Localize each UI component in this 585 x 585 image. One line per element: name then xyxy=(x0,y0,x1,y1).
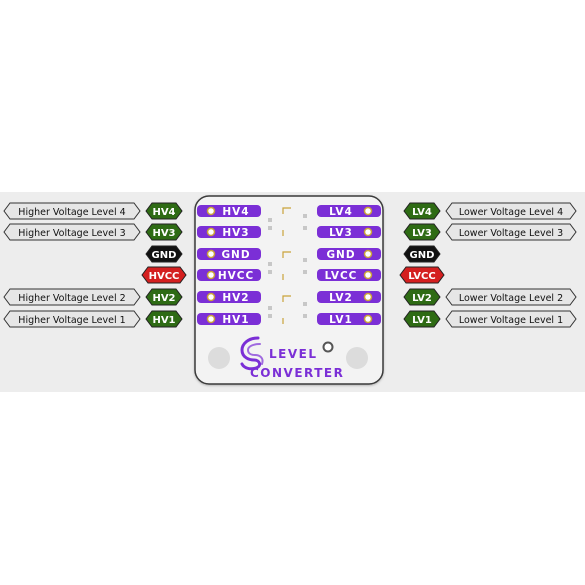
right-description-label: Lower Voltage Level 4 xyxy=(459,207,563,218)
right-description-tag: Lower Voltage Level 4 xyxy=(445,202,577,220)
right-description-label: Lower Voltage Level 3 xyxy=(459,228,563,239)
mounting-hole-left xyxy=(208,347,230,369)
right-pin-tag: LV1 xyxy=(403,310,441,328)
left-description-label: Higher Voltage Level 1 xyxy=(18,315,125,326)
right-tag-label: LVCC xyxy=(408,271,435,282)
right-pad-label: LV3 xyxy=(329,227,353,239)
right-pin-tag: LV4 xyxy=(403,202,441,220)
pin-hole xyxy=(363,270,373,280)
left-description-tag: Higher Voltage Level 2 xyxy=(3,288,141,306)
right-description-label: Lower Voltage Level 1 xyxy=(459,315,563,326)
left-board-pad: HV1 xyxy=(197,313,261,326)
right-pin-tag: LVCC xyxy=(399,266,445,284)
right-tag-label: LV2 xyxy=(412,293,432,304)
pin-hole xyxy=(206,314,216,324)
left-description-label: Higher Voltage Level 3 xyxy=(18,228,125,239)
pin-row: GND GND GND GND xyxy=(145,245,441,263)
pin-hole xyxy=(206,227,216,237)
left-board-pad: HV2 xyxy=(197,291,261,304)
pin-row: HV2 LV2 HV2 LV2 Higher Voltage Level 2 Lower … xyxy=(3,288,577,306)
pin-hole xyxy=(206,292,216,302)
right-tag-label: LV3 xyxy=(412,228,432,239)
right-board-pad: GND xyxy=(317,248,381,261)
right-tag-label: GND xyxy=(410,250,435,261)
left-pin-tag: GND xyxy=(145,245,183,263)
left-tag-label: HVCC xyxy=(149,271,180,282)
right-board-pad: LV4 xyxy=(317,205,381,218)
right-description-label: Lower Voltage Level 2 xyxy=(459,293,563,304)
pin-row: HV4 LV4 HV4 LV4 Higher Voltage Level 4 Lower … xyxy=(3,202,577,220)
left-description-label: Higher Voltage Level 2 xyxy=(18,293,125,304)
board-components xyxy=(282,207,291,324)
left-pad-label: GND xyxy=(221,249,250,261)
pin-row: HVCC LVCC HVCC LVCC xyxy=(141,266,445,284)
right-pad-label: LV4 xyxy=(329,206,353,218)
mounting-hole-right xyxy=(346,347,368,369)
right-pad-label: GND xyxy=(326,249,355,261)
right-tag-label: LV1 xyxy=(412,315,432,326)
left-pin-tag: HVCC xyxy=(141,266,187,284)
pin-hole xyxy=(363,314,373,324)
left-tag-label: HV3 xyxy=(152,228,175,239)
left-tag-label: HV4 xyxy=(152,207,175,218)
right-board-pad: LV1 xyxy=(317,313,381,326)
left-board-pad: HV4 xyxy=(197,205,261,218)
smd-parts xyxy=(268,214,307,318)
right-tag-label: LV4 xyxy=(412,207,432,218)
left-tag-label: HV1 xyxy=(152,315,175,326)
right-description-tag: Lower Voltage Level 1 xyxy=(445,310,577,328)
right-description-tag: Lower Voltage Level 3 xyxy=(445,223,577,241)
left-pin-tag: HV1 xyxy=(145,310,183,328)
left-pad-label: HV3 xyxy=(222,227,249,239)
left-description-tag: Higher Voltage Level 4 xyxy=(3,202,141,220)
left-pin-tag: HV4 xyxy=(145,202,183,220)
pin-hole xyxy=(363,206,373,216)
pin-hole xyxy=(206,249,216,259)
right-board-pad: LV2 xyxy=(317,291,381,304)
left-pad-label: HVCC xyxy=(218,270,254,282)
pin-row: HV1 LV1 HV1 LV1 Higher Voltage Level 1 Lower … xyxy=(3,310,577,328)
right-pin-tag: LV2 xyxy=(403,288,441,306)
right-pad-label: LV1 xyxy=(329,314,353,326)
brand-logo-icon xyxy=(240,336,264,371)
left-description-label: Higher Voltage Level 4 xyxy=(18,207,125,218)
left-tag-label: GND xyxy=(152,250,177,261)
left-board-pad: HVCC xyxy=(197,269,261,282)
left-pad-label: HV2 xyxy=(222,292,249,304)
left-tag-label: HV2 xyxy=(152,293,175,304)
pin-row: HV3 LV3 HV3 LV3 Higher Voltage Level 3 Lower … xyxy=(3,223,577,241)
left-pad-label: HV1 xyxy=(222,314,249,326)
pin-rows: HV4 LV4 HV4 LV4 Higher Voltage Level 4 Lower … xyxy=(3,202,577,328)
pin-hole xyxy=(363,249,373,259)
right-pin-tag: GND xyxy=(403,245,441,263)
left-pad-label: HV4 xyxy=(222,206,249,218)
right-pad-label: LV2 xyxy=(329,292,353,304)
pin-hole xyxy=(363,292,373,302)
left-description-tag: Higher Voltage Level 1 xyxy=(3,310,141,328)
brand-text-level: LEVEL xyxy=(269,347,317,361)
pin-hole xyxy=(206,206,216,216)
right-description-tag: Lower Voltage Level 2 xyxy=(445,288,577,306)
left-board-pad: HV3 xyxy=(197,226,261,239)
left-description-tag: Higher Voltage Level 3 xyxy=(3,223,141,241)
right-board-pad: LV3 xyxy=(317,226,381,239)
left-pin-tag: HV3 xyxy=(145,223,183,241)
right-board-pad: LVCC xyxy=(317,269,381,282)
pin-hole xyxy=(363,227,373,237)
right-pad-label: LVCC xyxy=(325,270,358,282)
breakout-board: LEVEL CONVERTER xyxy=(194,195,384,385)
brand-text-converter: CONVERTER xyxy=(250,366,344,380)
right-pin-tag: LV3 xyxy=(403,223,441,241)
left-pin-tag: HV2 xyxy=(145,288,183,306)
led-indicator xyxy=(322,341,334,353)
left-board-pad: GND xyxy=(197,248,261,261)
pin-hole xyxy=(206,270,216,280)
